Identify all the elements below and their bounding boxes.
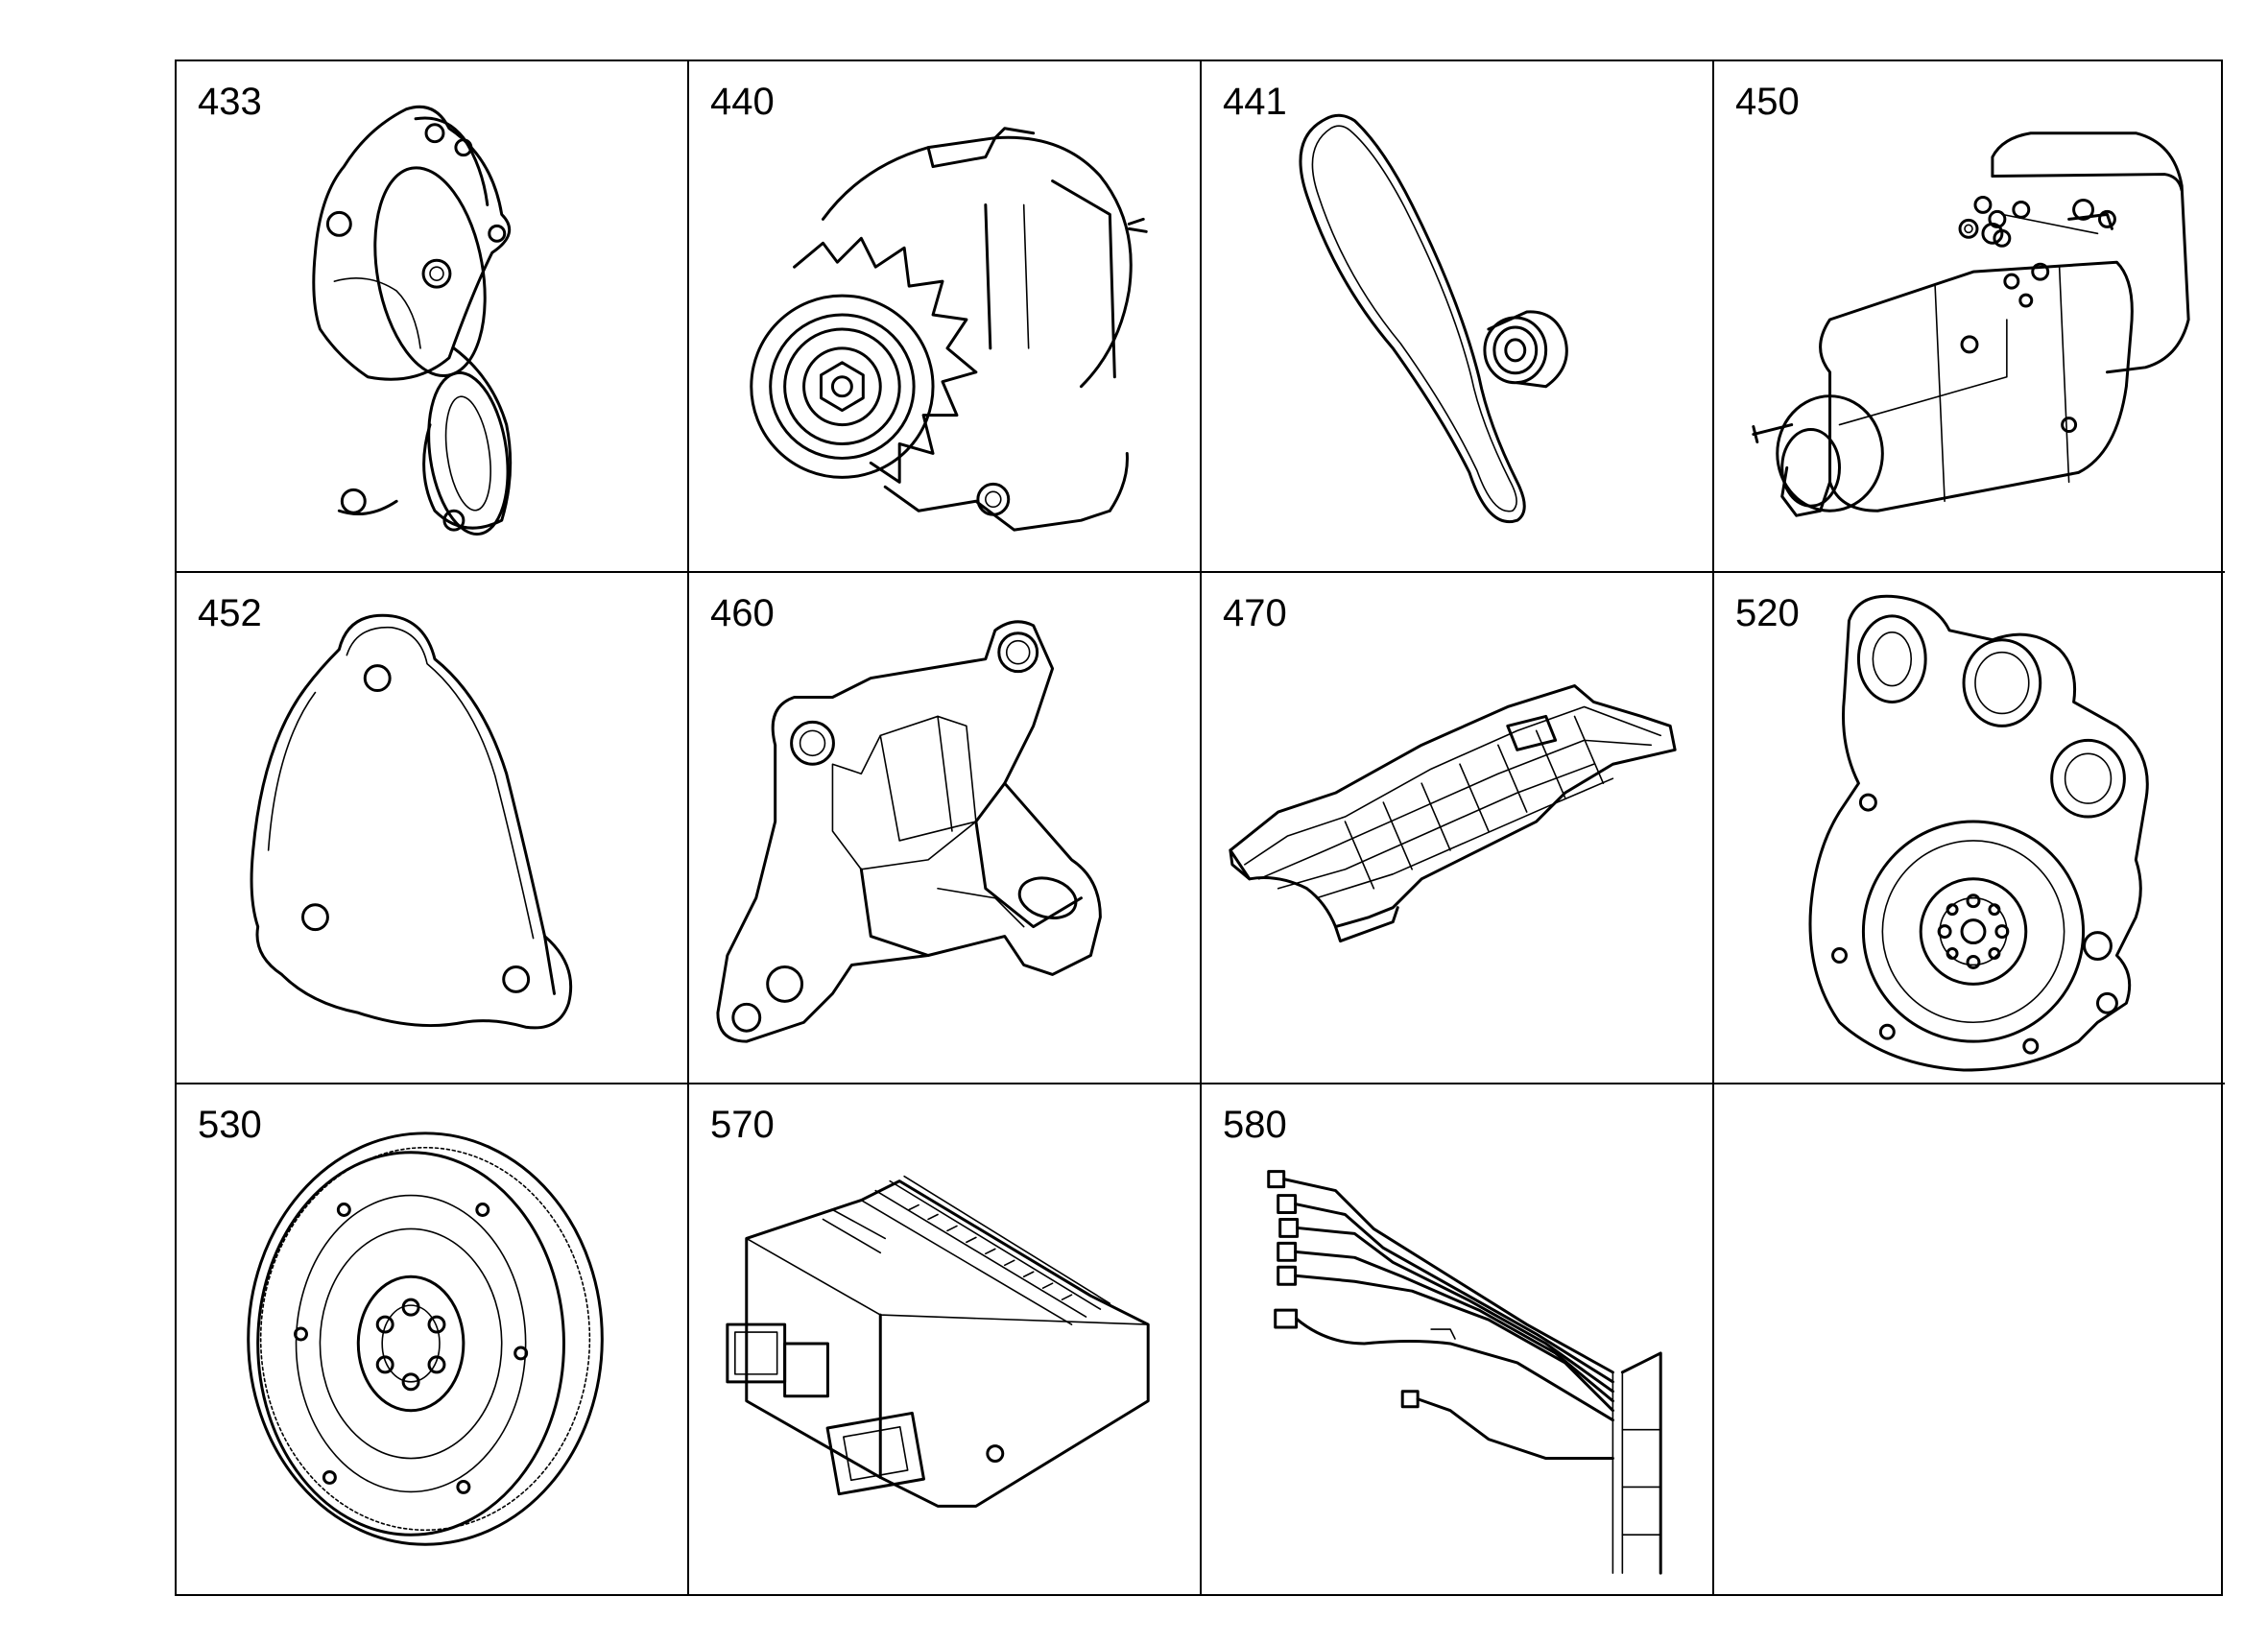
flywheel-housing-icon <box>1808 594 2149 1072</box>
part-cell-433: 433 <box>177 61 689 573</box>
flywheel-ring-gear-icon <box>247 1132 604 1546</box>
underbody-shield-icon <box>1229 684 1677 943</box>
wiring-harness-icon <box>1267 1170 1662 1575</box>
part-number: 530 <box>198 1104 262 1146</box>
part-number: 440 <box>710 81 775 123</box>
turbo-elbow-pipe-icon <box>312 105 513 536</box>
part-cell-530: 530 <box>177 1084 689 1594</box>
part-cell-empty <box>1714 1084 2225 1594</box>
control-unit-ecu-icon <box>726 1175 1150 1508</box>
drive-belt-icon <box>1299 113 1568 523</box>
part-number: 433 <box>198 81 262 123</box>
part-number: 441 <box>1223 81 1287 123</box>
engine-mount-bracket-icon <box>716 620 1102 1043</box>
part-cell-452: 452 <box>177 573 689 1084</box>
part-number: 580 <box>1223 1104 1287 1146</box>
part-number: 470 <box>1223 592 1287 634</box>
part-cell-580: 580 <box>1202 1084 1714 1594</box>
part-number: 520 <box>1735 592 1800 634</box>
part-cell-440: 440 <box>689 61 1202 573</box>
gasket-plate-icon <box>250 613 573 1030</box>
part-number: 450 <box>1735 81 1800 123</box>
part-cell-520: 520 <box>1714 573 2225 1084</box>
part-cell-470: 470 <box>1202 573 1714 1084</box>
part-cell-441: 441 <box>1202 61 1714 573</box>
part-cell-450: 450 <box>1714 61 2225 573</box>
part-number: 570 <box>710 1104 775 1146</box>
part-cell-460: 460 <box>689 573 1202 1084</box>
alternator-icon <box>750 127 1148 532</box>
parts-grid: 433 440 <box>175 60 2225 1596</box>
starter-motor-icon <box>1752 131 2190 517</box>
part-number: 460 <box>710 592 775 634</box>
part-number: 452 <box>198 592 262 634</box>
part-cell-570: 570 <box>689 1084 1202 1594</box>
